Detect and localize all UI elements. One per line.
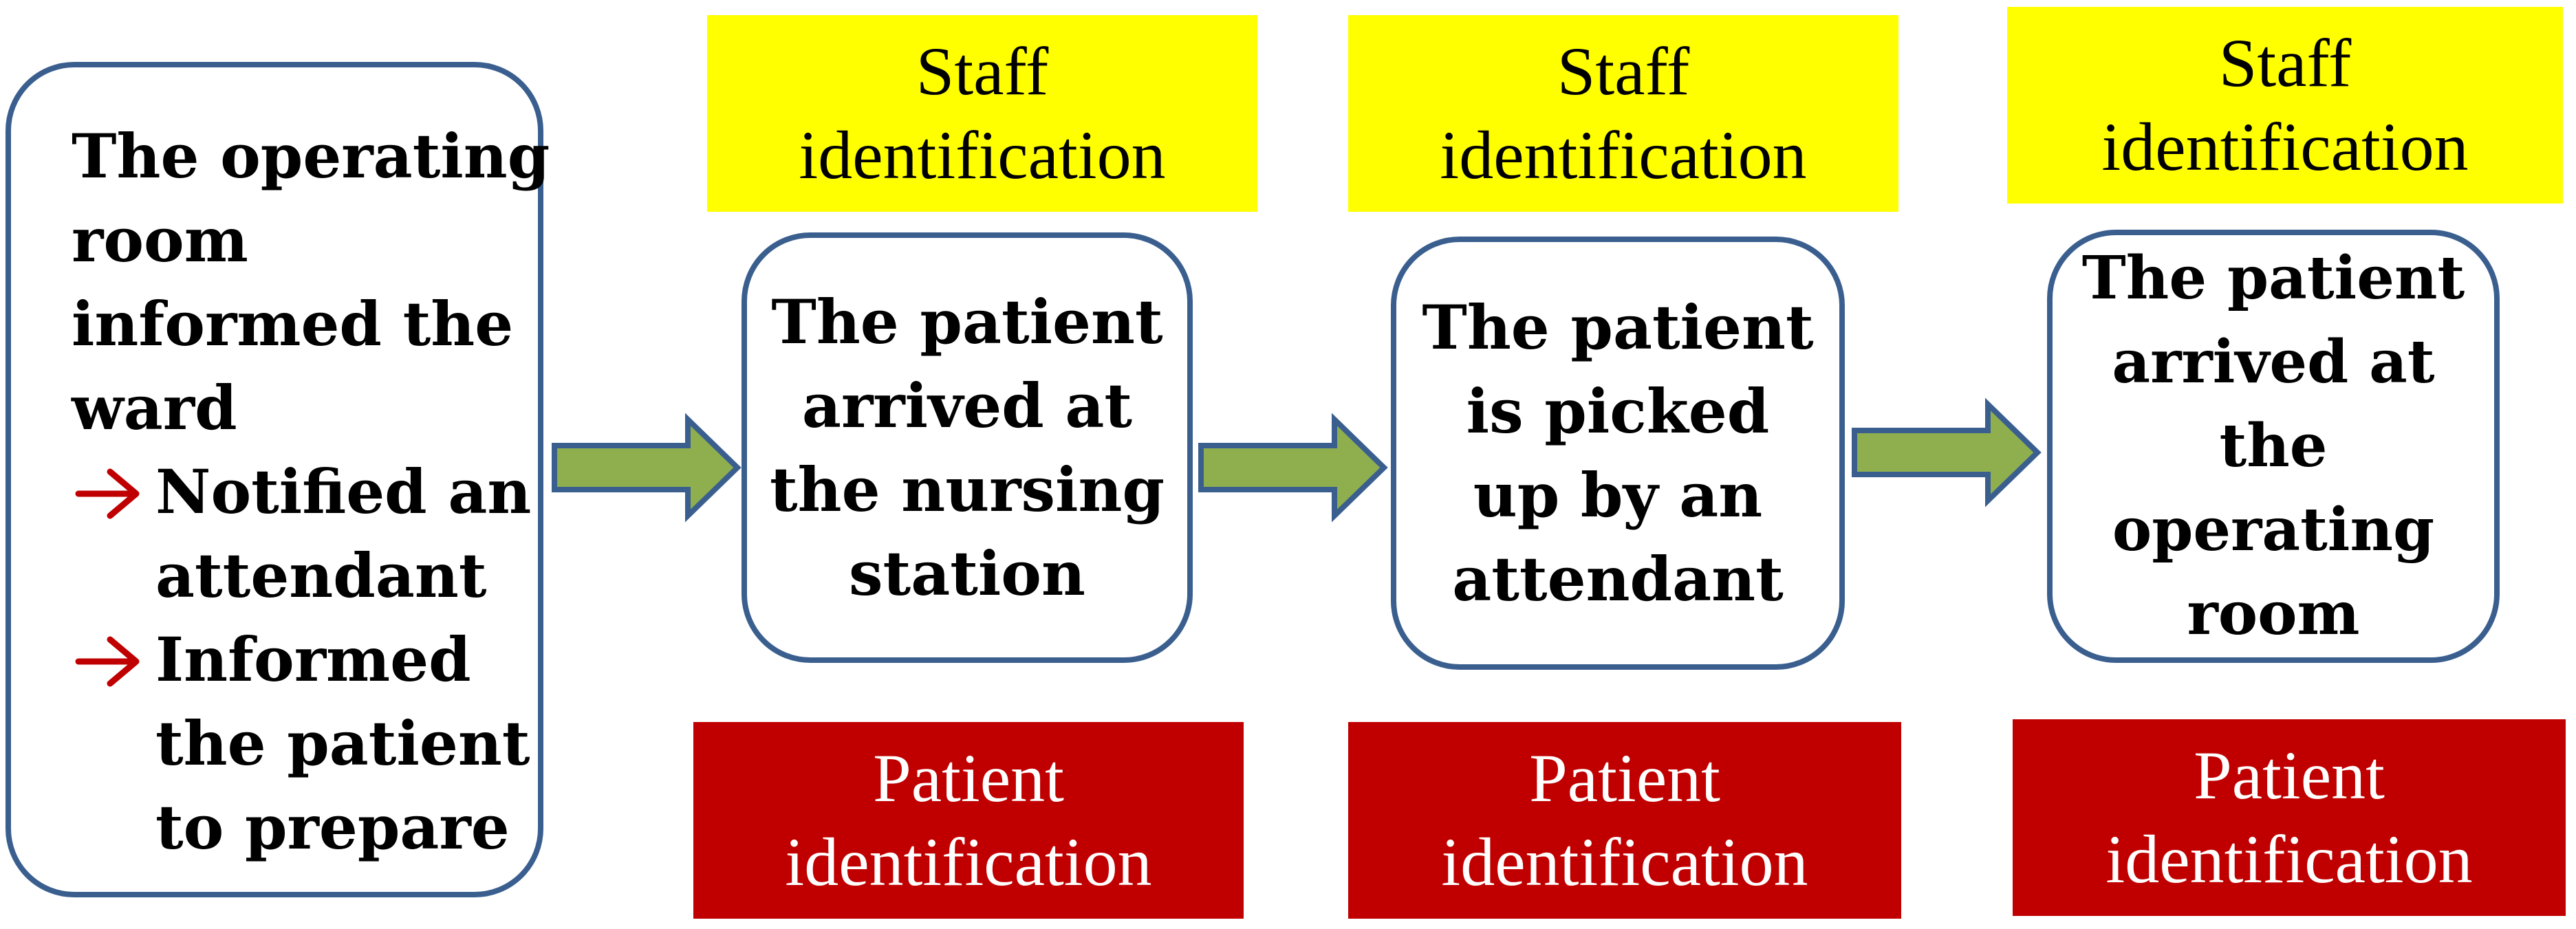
- stage-2-line-4: attendant: [1452, 543, 1784, 615]
- staff-label-3-line-2: identification: [2101, 109, 2469, 185]
- stage-3-process-box: The patient arrived at the operating roo…: [2047, 230, 2500, 663]
- patient-identification-label-3: Patient identification: [2013, 719, 2566, 916]
- flow-arrow-1: [552, 413, 742, 523]
- staff-label-1-line-1: Staff: [916, 33, 1049, 109]
- patient-label-3-line-1: Patient: [2194, 737, 2385, 813]
- stage-3-line-2: arrived at: [2112, 327, 2435, 397]
- start-box-line-4: ward: [72, 372, 237, 444]
- step-1-line-2: attendant: [155, 540, 487, 611]
- step-1-line-1: Notified an: [155, 456, 532, 527]
- stage-3-line-4: operating: [2112, 495, 2435, 565]
- staff-label-1-line-2: identification: [799, 117, 1166, 193]
- staff-identification-label-1: Staff identification: [707, 15, 1257, 212]
- staff-label-3-line-1: Staff: [2218, 25, 2352, 101]
- start-box-line-3: informed the: [72, 288, 514, 360]
- patient-identification-label-2: Patient identification: [1348, 722, 1901, 919]
- stage-1-line-1: The patient: [771, 286, 1163, 358]
- flow-arrow-3: [1852, 397, 2042, 507]
- stage-3-line-5: room: [2187, 579, 2360, 648]
- start-box-line-2: room: [72, 204, 248, 276]
- staff-label-2-line-1: Staff: [1557, 33, 1690, 109]
- staff-label-2-line-2: identification: [1440, 117, 1807, 193]
- step-2-line-1: Informed: [155, 624, 471, 695]
- stage-2-process-box: The patient is picked up by an attendant: [1391, 237, 1845, 670]
- stage-2-line-3: up by an: [1473, 459, 1763, 531]
- step-2-line-3: to prepare: [155, 791, 510, 863]
- patient-label-3-line-2: identification: [2106, 821, 2473, 897]
- start-box-line-1: The operating: [72, 120, 550, 192]
- step-2-line-2: the patient: [155, 708, 530, 779]
- staff-identification-label-3: Staff identification: [2007, 7, 2563, 204]
- patient-label-2-line-1: Patient: [1529, 740, 1720, 816]
- patient-label-1-line-1: Patient: [873, 740, 1064, 816]
- stage-1-line-3: the nursing: [769, 454, 1165, 525]
- start-process-box: The operating room informed the ward Not…: [6, 62, 550, 897]
- stage-3-line-3: the: [2219, 411, 2328, 481]
- patient-label-1-line-2: identification: [785, 824, 1152, 900]
- patient-identification-label-1: Patient identification: [693, 722, 1244, 919]
- patient-label-2-line-2: identification: [1441, 824, 1808, 900]
- stage-2-line-2: is picked: [1466, 375, 1770, 447]
- stage-1-process-box: The patient arrived at the nursing stati…: [742, 232, 1193, 663]
- flow-arrow-2: [1198, 413, 1388, 523]
- staff-identification-label-2: Staff identification: [1348, 15, 1898, 212]
- stage-1-line-4: station: [849, 538, 1085, 609]
- stage-2-line-1: The patient: [1422, 292, 1814, 363]
- right-arrow-icon: [75, 636, 140, 687]
- stage-1-line-2: arrived at: [801, 370, 1133, 441]
- right-arrow-icon: [75, 468, 140, 519]
- stage-3-line-1: The patient: [2081, 243, 2465, 313]
